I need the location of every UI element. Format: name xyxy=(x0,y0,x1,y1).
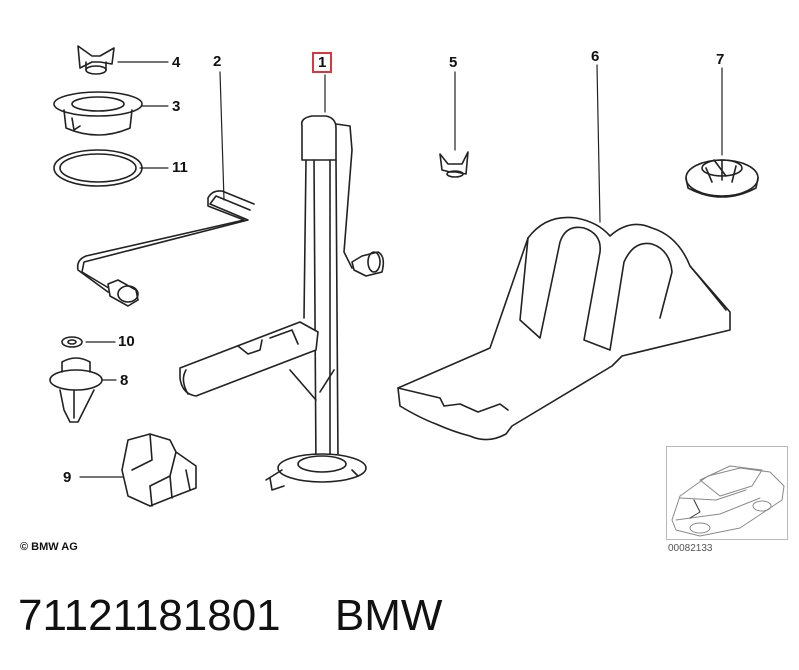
leader-lines xyxy=(79,61,723,478)
brand-name: BMW xyxy=(334,591,443,640)
rivet-part-8 xyxy=(49,357,103,423)
part-number: 71121181801 xyxy=(18,591,281,640)
tray-part-6 xyxy=(397,216,731,441)
car-thumbnail xyxy=(671,465,785,537)
callout-6[interactable]: 6 xyxy=(591,48,600,65)
callout-10[interactable]: 10 xyxy=(118,333,135,350)
copyright-notice: © BMW AG xyxy=(20,541,78,553)
callout-2[interactable]: 2 xyxy=(213,53,222,70)
crank-handle-part-2 xyxy=(76,190,255,307)
wing-nut-part-5 xyxy=(439,151,469,178)
ring-part-11 xyxy=(53,149,143,187)
clip-part-9 xyxy=(121,433,197,507)
cap-part-7 xyxy=(685,159,759,198)
retainer-part-3 xyxy=(53,91,143,136)
wing-nut-part-4 xyxy=(77,45,115,75)
callout-7[interactable]: 7 xyxy=(716,51,725,68)
callout-4[interactable]: 4 xyxy=(172,54,181,71)
washer-part-10 xyxy=(61,336,83,348)
diagram-code: 00082133 xyxy=(668,543,713,554)
callout-3[interactable]: 3 xyxy=(172,98,181,115)
footer-caption: 71121181801 BMW xyxy=(18,588,442,644)
callout-5[interactable]: 5 xyxy=(449,54,458,71)
callout-11[interactable]: 11 xyxy=(172,159,188,176)
jack-part-1 xyxy=(179,115,385,491)
thumbnail-frame[interactable] xyxy=(666,446,788,540)
callout-8[interactable]: 8 xyxy=(120,372,129,389)
parts-diagram xyxy=(49,45,785,537)
callout-1[interactable]: 1 xyxy=(312,52,333,73)
callout-9[interactable]: 9 xyxy=(63,469,72,486)
